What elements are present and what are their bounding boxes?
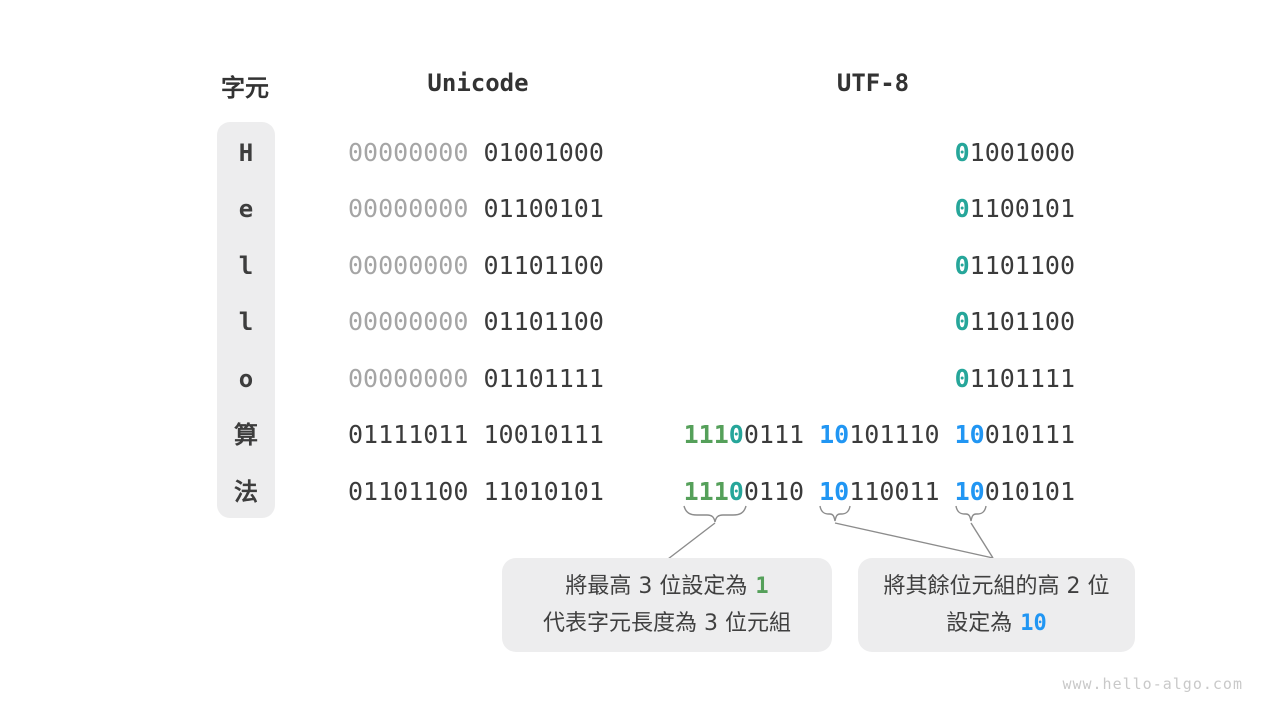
bit-segment-dark: 101110: [849, 420, 955, 449]
unicode-binary-row: 00000000 01101100: [348, 307, 604, 337]
bit-segment-dark: 1001000: [969, 137, 1075, 167]
annotation-left-line1: 將最高 3 位設定為 1: [565, 568, 768, 605]
bit-segment-green: 111: [683, 420, 729, 449]
character-cell: e: [238, 195, 254, 223]
underbrace-continuation-byte-2: [819, 505, 851, 522]
bit-segment-teal: 0: [954, 363, 970, 393]
bit-segment-teal: 0: [954, 194, 970, 223]
annotation-right-line2-text: 設定為: [946, 611, 1013, 636]
bit-segment-teal: 0: [728, 420, 744, 449]
bit-segment-blue: 10: [954, 420, 985, 449]
utf8-binary-row: 01101100: [955, 251, 1075, 281]
bit-segment-dark: 010111: [984, 420, 1075, 449]
bit-segment-dark: 0110: [743, 476, 820, 506]
unicode-binary-row: 00000000 01101100: [348, 251, 604, 281]
bit-segment-dark: 01101100: [468, 307, 604, 336]
annotation-left-line1-text: 將最高 3 位設定為: [565, 574, 748, 599]
character-cell: 算: [234, 421, 258, 449]
character-cell: o: [238, 364, 254, 393]
bit-segment-blue: 10: [819, 420, 850, 449]
utf8-binary-row: 01101100: [955, 307, 1075, 337]
bit-segment-dark: 0111: [743, 420, 820, 449]
bit-segment-gray: 00000000: [348, 194, 469, 223]
character-column-background: [217, 122, 275, 518]
bit-segment-teal: 0: [954, 250, 970, 280]
bit-segment-gray: 00000000: [348, 250, 469, 280]
bit-segment-gray: 00000000: [348, 307, 469, 336]
callout-line-mid: [834, 522, 994, 559]
underbrace-continuation-byte-3: [955, 505, 987, 522]
utf8-binary-row: 01001000: [955, 138, 1075, 168]
utf8-binary-row: 01101111: [955, 364, 1075, 394]
annotation-left-line2: 代表字元長度為 3 位元組: [543, 611, 791, 636]
annotation-box-right: 將其餘位元組的高 2 位 設定為 10: [858, 558, 1135, 652]
bit-segment-teal: 0: [954, 307, 970, 336]
bit-segment-gray: 00000000: [348, 363, 469, 393]
bit-segment-dark: 1100101: [969, 194, 1075, 223]
utf8-binary-row: 11100110 10110011 10010101: [684, 477, 1075, 507]
bit-segment-dark: 01100101: [468, 194, 604, 223]
annotation-right-line1: 將其餘位元組的高 2 位: [883, 574, 1110, 599]
column-header-unicode: Unicode: [427, 69, 529, 97]
bit-segment-teal: 0: [728, 476, 744, 506]
utf8-binary-row: 01100101: [955, 194, 1075, 224]
column-header-utf8: UTF-8: [836, 69, 910, 97]
bit-segment-dark: 010101: [984, 476, 1075, 506]
column-header-char: 字元: [221, 74, 269, 102]
bit-segment-blue: 10: [954, 476, 985, 506]
bit-segment-dark: 1101100: [969, 250, 1075, 280]
character-cell: H: [238, 138, 254, 167]
bit-segment-green: 111: [683, 476, 729, 506]
bit-segment-gray: 00000000: [348, 137, 469, 167]
unicode-binary-row: 00000000 01001000: [348, 138, 604, 168]
bit-segment-dark: 110011: [849, 476, 955, 506]
underbrace-leading-bits: [683, 505, 747, 523]
unicode-binary-row: 01111011 10010111: [348, 420, 604, 450]
annotation-left-line1-value: 1: [755, 574, 769, 599]
annotation-right-line2: 設定為 10: [946, 605, 1047, 642]
bit-segment-teal: 0: [954, 137, 970, 167]
watermark: www.hello-algo.com: [1062, 675, 1243, 693]
annotation-right-line2-value: 10: [1020, 611, 1047, 636]
annotation-box-left: 將最高 3 位設定為 1 代表字元長度為 3 位元組: [502, 558, 832, 652]
bit-segment-dark: 01001000: [468, 137, 604, 167]
bit-segment-dark: 1101111: [969, 363, 1075, 393]
bit-segment-dark: 01111011 10010111: [348, 420, 604, 449]
bit-segment-dark: 01101100 11010101: [348, 476, 604, 506]
unicode-binary-row: 01101100 11010101: [348, 477, 604, 507]
bit-segment-dark: 01101111: [468, 363, 604, 393]
unicode-binary-row: 00000000 01100101: [348, 194, 604, 224]
callout-line-left: [667, 522, 716, 560]
bit-segment-dark: 01101100: [468, 250, 604, 280]
callout-line-right: [970, 522, 994, 559]
utf8-binary-row: 11100111 10101110 10010111: [684, 420, 1075, 450]
character-cell: 法: [234, 477, 258, 506]
bit-segment-blue: 10: [819, 476, 850, 506]
character-cell: l: [238, 251, 254, 280]
character-cell: l: [238, 308, 254, 336]
bit-segment-dark: 1101100: [969, 307, 1075, 336]
unicode-binary-row: 00000000 01101111: [348, 364, 604, 394]
